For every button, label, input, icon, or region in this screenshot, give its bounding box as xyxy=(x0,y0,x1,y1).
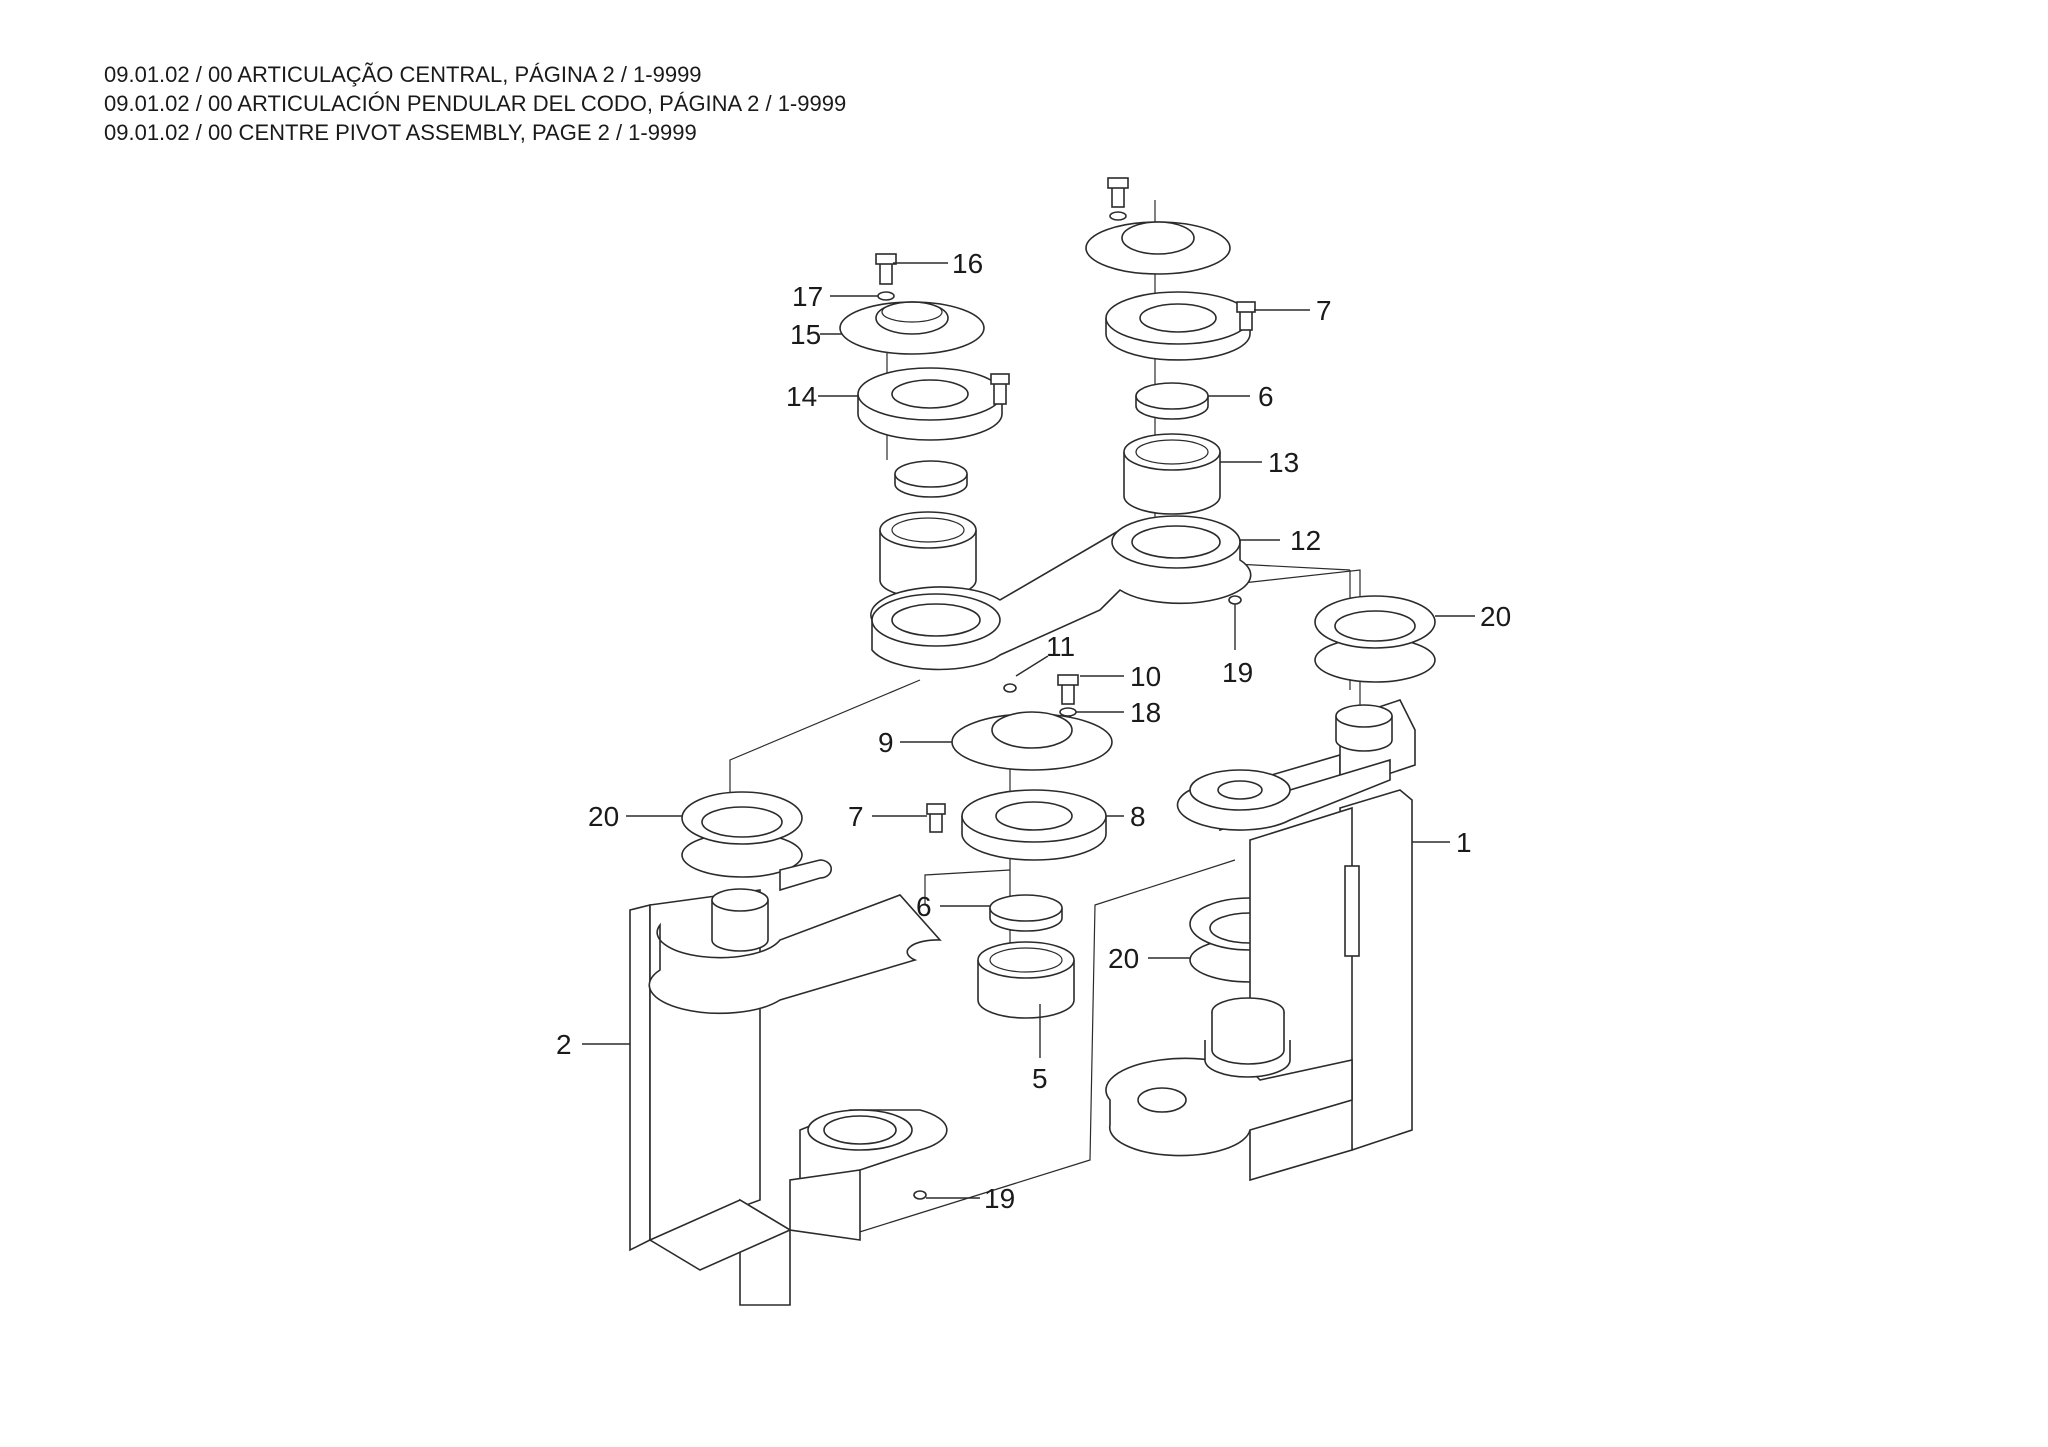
callout-19-top: 19 xyxy=(1222,657,1253,688)
callout-20-left: 20 xyxy=(588,801,619,832)
left-washer-disc xyxy=(894,460,968,498)
document-header: 09.01.02 / 00 ARTICULAÇÃO CENTRAL, PÁGIN… xyxy=(104,60,846,147)
middle-bearing-5 xyxy=(977,941,1075,1019)
callout-6-top: 6 xyxy=(1258,381,1274,412)
right-washer-disc-6 xyxy=(1135,382,1209,420)
left-flange-14 xyxy=(857,367,1003,441)
callout-9: 9 xyxy=(878,727,894,758)
callout-15: 15 xyxy=(790,319,821,350)
grease-nipple-11 xyxy=(1003,683,1017,693)
middle-screw-7 xyxy=(926,803,946,833)
title-english: 09.01.02 / 00 CENTRE PIVOT ASSEMBLY, PAG… xyxy=(104,120,697,145)
callout-11: 11 xyxy=(1046,631,1075,662)
callout-2: 2 xyxy=(556,1029,572,1060)
middle-flange-8 xyxy=(961,789,1107,861)
rear-frame-pin xyxy=(711,888,769,952)
middle-bolt-10 xyxy=(1057,674,1079,705)
callout-20-lower-right: 20 xyxy=(1108,943,1139,974)
right-flange xyxy=(1105,291,1251,361)
right-screw-7 xyxy=(1236,301,1256,331)
callout-18: 18 xyxy=(1130,697,1161,728)
middle-washer-18 xyxy=(1059,707,1077,717)
grease-nipple-19-top xyxy=(1228,595,1242,605)
callout-10: 10 xyxy=(1130,661,1161,692)
callout-16: 16 xyxy=(952,248,983,279)
right-bolt xyxy=(1107,177,1129,221)
callout-19-bottom: 19 xyxy=(984,1183,1015,1214)
left-screw xyxy=(990,373,1010,405)
callout-8: 8 xyxy=(1130,801,1146,832)
callout-1: 1 xyxy=(1456,827,1472,858)
callout-6-middle: 6 xyxy=(916,891,932,922)
front-frame-1 xyxy=(1105,699,1416,1182)
callout-14: 14 xyxy=(786,381,817,412)
right-bearing-13 xyxy=(1123,433,1221,515)
seal-ring-20-top-right xyxy=(1314,595,1436,683)
middle-washer-disc-6 xyxy=(989,894,1063,932)
title-spanish: 09.01.02 / 00 ARTICULACIÓN PENDULAR DEL … xyxy=(104,91,847,116)
left-washer-17 xyxy=(877,291,895,301)
callout-12: 12 xyxy=(1290,525,1321,556)
front-frame-pin xyxy=(1335,704,1393,752)
left-bolt-16 xyxy=(875,253,897,285)
callout-13: 13 xyxy=(1268,447,1299,478)
callout-7-top: 7 xyxy=(1316,295,1332,326)
grease-nipple-19-bottom xyxy=(913,1190,927,1200)
right-cap-plate xyxy=(1085,221,1231,275)
title-portuguese: 09.01.02 / 00 ARTICULAÇÃO CENTRAL, PÁGIN… xyxy=(104,62,702,87)
rear-frame-2 xyxy=(629,859,948,1306)
callout-5: 5 xyxy=(1032,1063,1048,1094)
callout-leaders xyxy=(582,262,1475,1199)
callout-20-top-right: 20 xyxy=(1480,601,1511,632)
callout-17: 17 xyxy=(792,281,823,312)
seal-ring-20-left xyxy=(681,791,803,878)
callout-7-middle: 7 xyxy=(848,801,864,832)
middle-cap-plate-9 xyxy=(951,711,1113,771)
left-bearing xyxy=(879,511,977,599)
callout-numbers: 16 17 15 14 7 6 13 12 20 11 10 18 19 9 2… xyxy=(556,248,1511,1214)
link-arm-12 xyxy=(870,515,1252,671)
left-cap-plate-15 xyxy=(839,301,985,355)
